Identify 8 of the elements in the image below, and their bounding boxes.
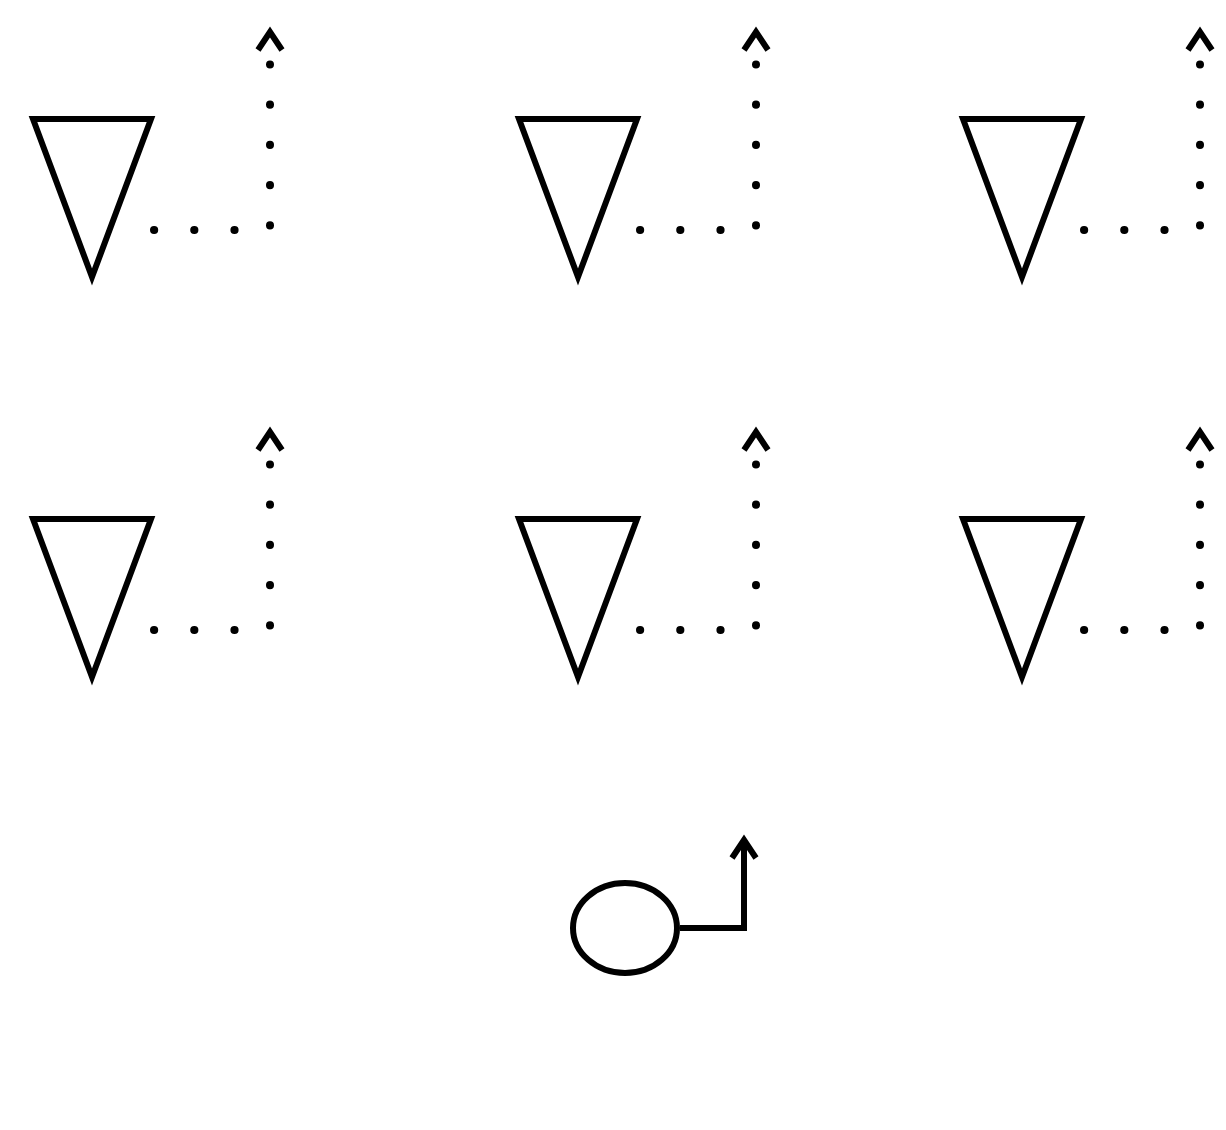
ellipse-shape [570, 880, 680, 976]
triangle-shape [516, 116, 640, 280]
triangle-shape [516, 516, 640, 680]
triangle-shape [30, 116, 154, 280]
triangle-shape [960, 116, 1084, 280]
triangle-shape [30, 516, 154, 680]
triangle-shape [960, 516, 1084, 680]
arrow [680, 837, 759, 931]
